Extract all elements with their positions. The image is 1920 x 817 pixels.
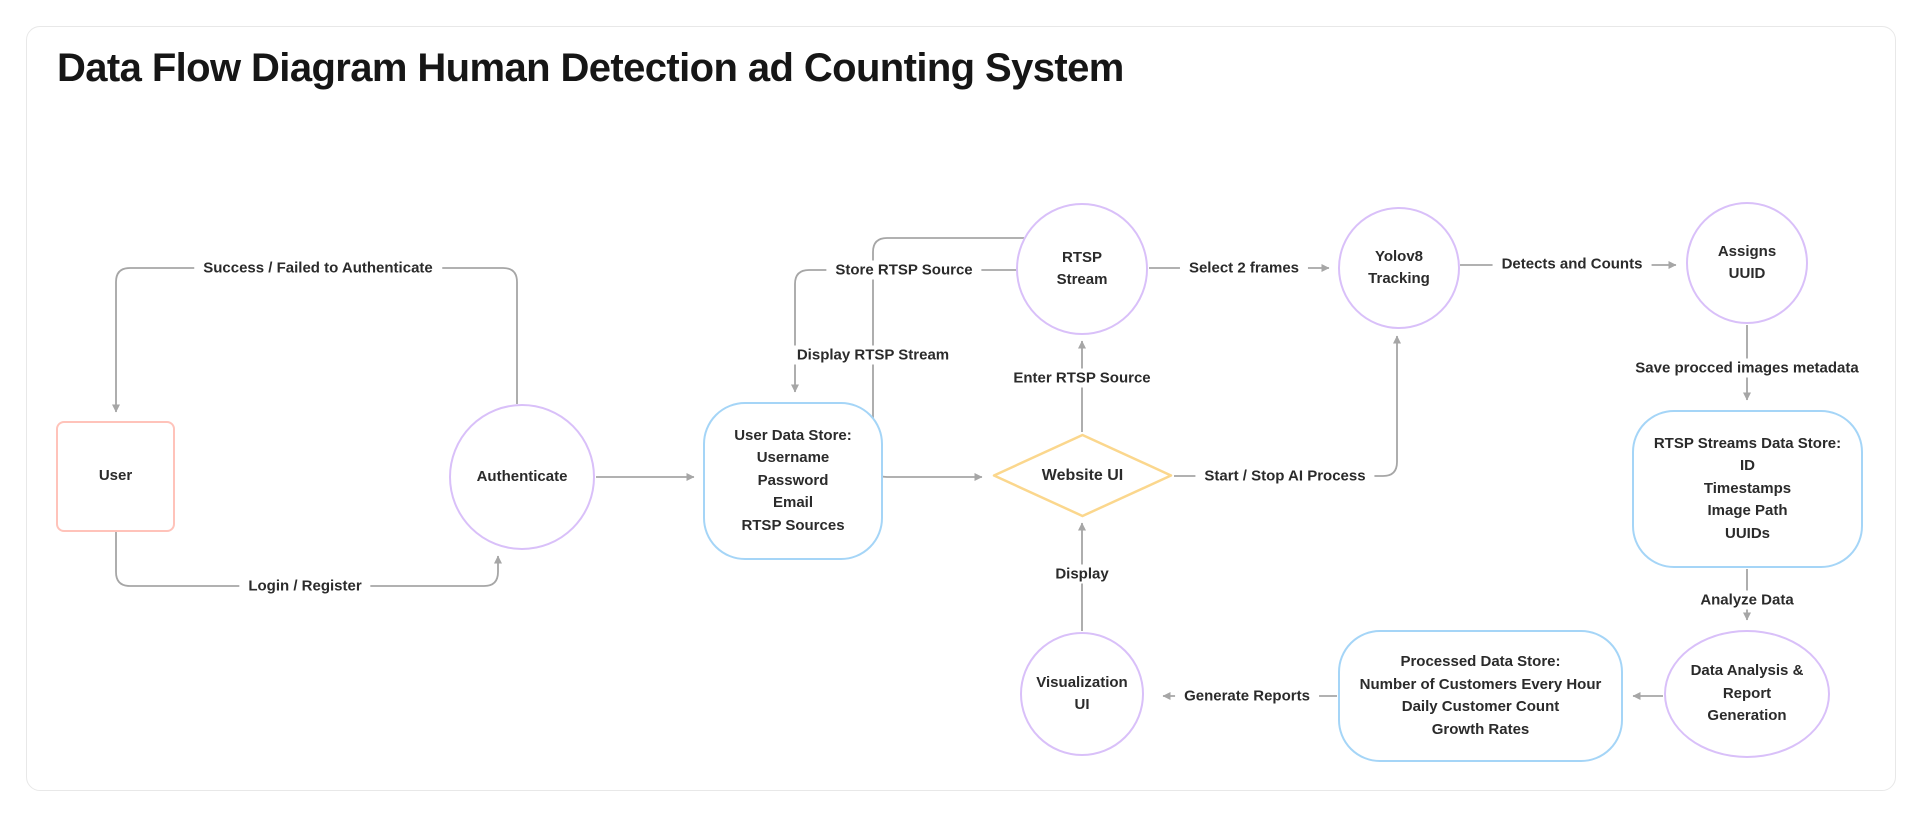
rtsp-streams-store-line: RTSP Streams Data Store: [1653,434,1842,452]
node-processed-data-store[interactable]: Processed Data Store: Number of Customer… [1338,630,1623,762]
node-website-ui-label: Website UI [1041,466,1124,484]
data-analysis-line: Generation [1707,707,1787,725]
assigns-uuid-line: UUID [1728,265,1766,282]
user-data-store-line: User Data Store: [734,426,852,444]
user-data-store-line: Email [772,494,814,512]
processed-store-line: Growth Rates [1431,720,1530,738]
node-yolov8-tracking[interactable]: Yolov8 Tracking [1338,207,1460,329]
edge-label-login-register: Login / Register [239,576,371,596]
edge-label-analyze-data: Analyze Data [1691,590,1803,610]
node-website-ui[interactable]: Website UI [992,433,1173,518]
rtsp-streams-store-line: Timestamps [1703,479,1792,497]
node-rtsp-streams-data-store[interactable]: RTSP Streams Data Store: ID Timestamps I… [1632,410,1863,568]
rtsp-streams-store-line: ID [1740,457,1755,475]
edge-label-enter-rtsp-source: Enter RTSP Source [1004,368,1160,388]
visualization-ui-line: Visualization [1036,673,1128,691]
node-visualization-ui[interactable]: Visualization UI [1020,632,1144,756]
processed-store-line: Number of Customers Every Hour [1359,675,1602,693]
data-analysis-line: Data Analysis & [1690,662,1804,680]
edge-label-detects-and-counts: Detects and Counts [1492,254,1652,274]
rtsp-stream-line: RTSP [1061,248,1102,266]
edge-label-save-procced-images: Save procced images metadata [1626,358,1868,378]
node-user-label: User [98,467,133,485]
edge-label-store-rtsp-source: Store RTSP Source [826,260,982,280]
edge-label-success-failed: Success / Failed to Authenticate [194,258,442,278]
node-rtsp-stream[interactable]: RTSP Stream [1016,203,1148,335]
node-user-data-store[interactable]: User Data Store: Username Password Email… [703,402,883,560]
edge-label-generate-reports: Generate Reports [1175,686,1319,706]
edge-label-start-stop-ai: Start / Stop AI Process [1195,466,1375,486]
user-data-store-line: Password [757,471,829,489]
edge-label-display-rtsp-stream: Display RTSP Stream [787,345,959,365]
user-data-store-line: RTSP Sources [741,516,845,534]
node-user[interactable]: User [56,421,175,532]
edge-rtsp-stream-to-user-data-store [791,269,1018,393]
yolov8-line: Tracking [1368,270,1430,287]
page-title: Data Flow Diagram Human Detection ad Cou… [57,46,1124,90]
processed-store-line: Daily Customer Count [1401,698,1560,715]
assigns-uuid-line: Assigns [1717,242,1777,260]
yolov8-line: Yolov8 [1374,247,1424,265]
processed-store-line: Processed Data Store: [1400,653,1561,670]
node-assigns-uuid[interactable]: Assigns UUID [1686,202,1808,324]
edge-website-ui-to-yolov8 [1174,335,1401,477]
diamond-shape [992,433,1173,518]
node-authenticate-label: Authenticate [476,467,568,485]
rtsp-stream-line: Stream [1056,271,1108,288]
edge-label-display: Display [1046,564,1118,584]
data-analysis-line: Report [1722,684,1772,702]
node-data-analysis[interactable]: Data Analysis & Report Generation [1664,630,1830,758]
user-data-store-line: Username [756,449,830,467]
edge-label-select-2-frames: Select 2 frames [1179,258,1309,278]
rtsp-streams-store-line: Image Path [1707,502,1788,520]
rtsp-streams-store-line: UUIDs [1724,524,1770,542]
visualization-ui-line: UI [1074,696,1090,713]
edge-authenticate-to-user [112,267,518,413]
node-authenticate[interactable]: Authenticate [449,404,595,550]
